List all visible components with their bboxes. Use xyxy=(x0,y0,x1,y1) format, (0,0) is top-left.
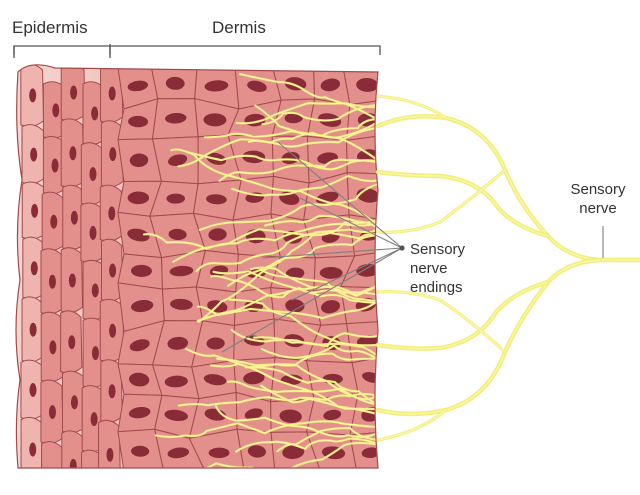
cell-nucleus xyxy=(52,103,59,117)
cell-nucleus xyxy=(109,147,116,161)
cell-nucleus xyxy=(89,167,96,181)
cell-nucleus xyxy=(50,215,57,229)
cell-nucleus xyxy=(31,261,38,275)
pointer-dot xyxy=(399,245,404,250)
cell-nucleus xyxy=(90,226,97,240)
cell-nucleus xyxy=(29,88,36,102)
cell-nucleus xyxy=(108,206,115,220)
cell-nucleus xyxy=(109,264,116,278)
cell-nucleus xyxy=(209,448,230,458)
cell-nucleus xyxy=(30,323,37,337)
cell-nucleus xyxy=(92,283,99,297)
tissue-block xyxy=(10,60,391,490)
cell-nucleus xyxy=(71,211,78,225)
cell-nucleus xyxy=(68,335,75,349)
cell-nucleus xyxy=(49,275,56,289)
cell-nucleus xyxy=(109,384,116,398)
cell-nucleus xyxy=(29,383,36,397)
cell-nucleus xyxy=(70,459,77,473)
label-line-1: Sensory xyxy=(560,180,636,199)
cell-nucleus xyxy=(71,395,78,409)
epidermis-label: Epidermis xyxy=(12,18,88,38)
dermis-bracket xyxy=(110,46,380,55)
nerve-branch-highlight xyxy=(378,292,505,352)
sensory-nerve-label: Sensory nerve xyxy=(560,180,636,218)
dermis-label: Dermis xyxy=(212,18,266,38)
cell-nucleus xyxy=(109,324,116,338)
sensory-nerve-endings-label: Sensory nerve endings xyxy=(410,240,465,297)
cell-nucleus xyxy=(91,412,98,426)
cell-nucleus xyxy=(106,448,113,462)
label-line-1: Sensory xyxy=(410,240,465,259)
cell-nucleus xyxy=(128,191,150,204)
cell-nucleus xyxy=(91,106,98,120)
epidermis-cell xyxy=(42,442,64,490)
label-line-3: endings xyxy=(410,278,465,297)
cell-nucleus xyxy=(69,274,76,288)
cell-nucleus xyxy=(92,346,99,360)
cell-nucleus xyxy=(29,443,36,457)
cell-nucleus xyxy=(49,340,56,354)
cell-nucleus xyxy=(70,86,77,100)
cell-nucleus xyxy=(30,148,37,162)
cell-nucleus xyxy=(109,87,116,101)
label-line-2: nerve xyxy=(410,259,465,278)
label-line-2: nerve xyxy=(560,199,636,218)
cell-nucleus xyxy=(90,472,97,486)
cell-nucleus xyxy=(69,146,76,160)
layer-brackets xyxy=(14,44,380,58)
epidermis-bracket xyxy=(14,46,110,55)
nerve-branch xyxy=(378,170,505,232)
cell-nucleus xyxy=(52,159,59,173)
cell-nucleus xyxy=(31,204,38,218)
cell-nucleus xyxy=(49,405,56,419)
cell-nucleus xyxy=(50,468,57,482)
nerve-branch-highlight xyxy=(378,170,505,232)
